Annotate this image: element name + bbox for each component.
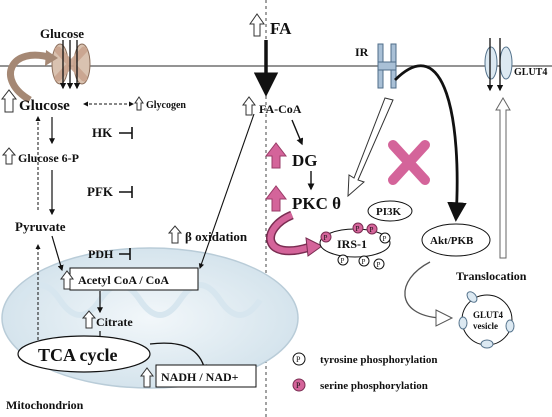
serine-p-dot: P bbox=[320, 231, 332, 243]
up-arrow-icon bbox=[242, 96, 256, 116]
acetyl-coa-label: Acetyl CoA / CoA bbox=[78, 273, 169, 287]
nadh-box bbox=[155, 364, 257, 388]
tca-label: TCA cycle bbox=[38, 345, 117, 365]
mitochondrion-label: Mitochondrion bbox=[6, 398, 84, 412]
tca-cycle-oval bbox=[17, 335, 151, 373]
ir-to-irs-hollow-arrow bbox=[347, 97, 394, 198]
hk-label: HK bbox=[92, 125, 113, 140]
tyrosine-p-dot: P bbox=[337, 254, 349, 266]
akt-label: Akt/PKB bbox=[430, 235, 474, 247]
legend-serine: P serine phosphorylation bbox=[292, 378, 428, 392]
glut4-vesicle-icon bbox=[458, 291, 515, 349]
blocked-x-icon bbox=[388, 140, 430, 185]
tyrosine-p-dot: P bbox=[379, 232, 391, 244]
facoa-to-beta-arrow bbox=[198, 113, 255, 270]
svg-text:serine phosphorylation: serine phosphorylation bbox=[320, 380, 428, 392]
svg-text:P: P bbox=[296, 381, 301, 390]
glucose-transporter-icon bbox=[51, 40, 91, 90]
tyrosine-p-dot: P bbox=[373, 258, 385, 270]
pdh-label: PDH bbox=[88, 247, 114, 261]
glut4-vesicle-label-2: vesicle bbox=[473, 321, 498, 331]
glucose-top-label: Glucose bbox=[40, 26, 84, 41]
glut4-vesicle-label-1: GLUT4 bbox=[473, 310, 504, 320]
ir-to-akt-arrow bbox=[394, 64, 467, 222]
up-arrow-icon bbox=[0, 89, 18, 113]
svg-text:P: P bbox=[296, 355, 301, 364]
svg-text:tyrosine phosphorylation: tyrosine phosphorylation bbox=[320, 354, 437, 366]
citrate-label: Citrate bbox=[96, 315, 133, 329]
insulin-receptor-icon bbox=[377, 43, 397, 89]
up-arrow-icon bbox=[1, 147, 17, 165]
translocation-label: Translocation bbox=[456, 269, 527, 283]
glut4-membrane-label: GLUT4 bbox=[514, 67, 547, 78]
pink-up-arrow-icon bbox=[264, 185, 288, 212]
up-arrow-icon bbox=[140, 367, 154, 388]
svg-text:P: P bbox=[377, 261, 381, 269]
pyruvate-to-acetyl-arrow bbox=[51, 235, 64, 272]
serine-p-dot: P bbox=[366, 223, 378, 235]
cristae bbox=[17, 282, 263, 318]
glut4-transporter-icon bbox=[484, 38, 513, 92]
beta-oxidation-label: β oxidation bbox=[185, 229, 248, 244]
hk-inhibit-icon bbox=[119, 127, 133, 139]
glycogen-label: Glycogen bbox=[146, 100, 186, 111]
svg-text:P: P bbox=[370, 226, 374, 234]
svg-text:P: P bbox=[362, 258, 366, 266]
pfk-inhibit-icon bbox=[119, 186, 133, 198]
pyruvate-label: Pyruvate bbox=[15, 219, 66, 234]
tyrosine-p-dot: P bbox=[358, 255, 370, 267]
serine-p-dot: P bbox=[352, 222, 364, 234]
pkc-label: PKC θ bbox=[292, 194, 341, 213]
up-arrow-icon bbox=[60, 270, 74, 290]
akt-oval bbox=[421, 223, 491, 257]
pi3k-label: PI3K bbox=[376, 206, 402, 218]
up-arrow-icon bbox=[134, 96, 144, 111]
svg-text:P: P bbox=[324, 234, 328, 242]
fa-coa-label: FA-CoA bbox=[259, 102, 302, 116]
pink-up-arrow-icon bbox=[264, 142, 288, 169]
irs1-label: IRS-1 bbox=[337, 237, 367, 251]
svg-text:P: P bbox=[356, 225, 360, 233]
nadh-label: NADH / NAD+ bbox=[161, 370, 239, 384]
up-arrow-icon bbox=[167, 225, 183, 244]
pfk-label: PFK bbox=[87, 184, 114, 199]
up-arrow-icon bbox=[249, 13, 265, 37]
svg-text:P: P bbox=[341, 257, 345, 265]
up-arrow-icon bbox=[81, 310, 97, 329]
glucose-label: Glucose bbox=[19, 98, 70, 114]
pdh-inhibit-icon bbox=[119, 248, 131, 260]
akt-to-vesicle-arrow bbox=[404, 261, 441, 319]
glucose-curved-arrow bbox=[7, 51, 54, 104]
svg-text:P: P bbox=[383, 235, 387, 243]
ir-label: IR bbox=[355, 45, 369, 59]
dg-label: DG bbox=[292, 151, 318, 170]
pi3k-oval bbox=[367, 200, 413, 222]
legend-tyrosine: P tyrosine phosphorylation bbox=[292, 352, 437, 366]
glucose6p-label: Glucose 6-P bbox=[18, 151, 79, 165]
facoa-to-dg-arrow bbox=[291, 119, 304, 146]
fa-label: FA bbox=[270, 19, 292, 38]
translocation-arrow bbox=[495, 97, 511, 259]
